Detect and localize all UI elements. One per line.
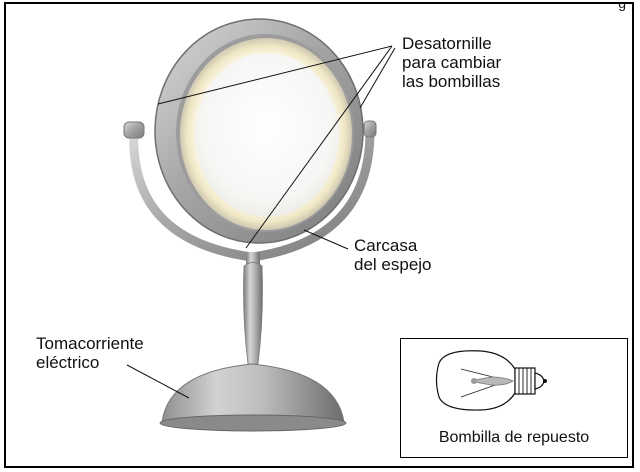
leader-line-outlet [126,364,190,399]
base-rim [159,414,347,432]
bulb-icon [435,350,547,411]
label-line: para cambiar [402,53,502,72]
bulb-contact-tip [543,379,547,383]
diagram-frame: g [4,2,634,468]
mirror-stem [243,262,263,365]
mirror-illustration [123,18,396,432]
mirror-glass [195,53,339,217]
clipped-header-text: g [618,2,626,11]
left-pivot-knob [123,121,145,139]
label-line: eléctrico [36,353,100,372]
screw-threads [518,368,532,394]
filament [474,376,514,386]
label-unscrew-bulbs: Desatornille para cambiar las bombillas [402,34,501,91]
leader-line-unscrew-top [157,45,393,105]
filament-tip [471,378,477,384]
leader-line-unscrew-side [359,47,396,109]
replacement-bulb-inset: Bombilla de repuesto [400,338,628,458]
leader-line-unscrew-bottom [245,45,393,249]
bulb-caption: Bombilla de repuesto [438,429,590,446]
label-line: las bombillas [402,72,501,91]
label-line: del espejo [354,255,432,274]
bulb-screw-base [514,367,536,395]
label-line: Tomacorriente [36,334,144,353]
leader-line-housing [303,229,349,250]
label-line: Desatornille [402,34,492,53]
mirror-base [161,363,345,423]
bulb-contact [534,372,545,390]
label-electrical-outlet: Tomacorriente eléctrico [36,334,144,372]
right-pivot-knob [363,120,377,138]
leader-lines [126,45,396,399]
mirror-neck [246,252,260,264]
label-line: Carcasa [354,236,418,255]
label-mirror-housing: Carcasa del espejo [354,236,432,274]
